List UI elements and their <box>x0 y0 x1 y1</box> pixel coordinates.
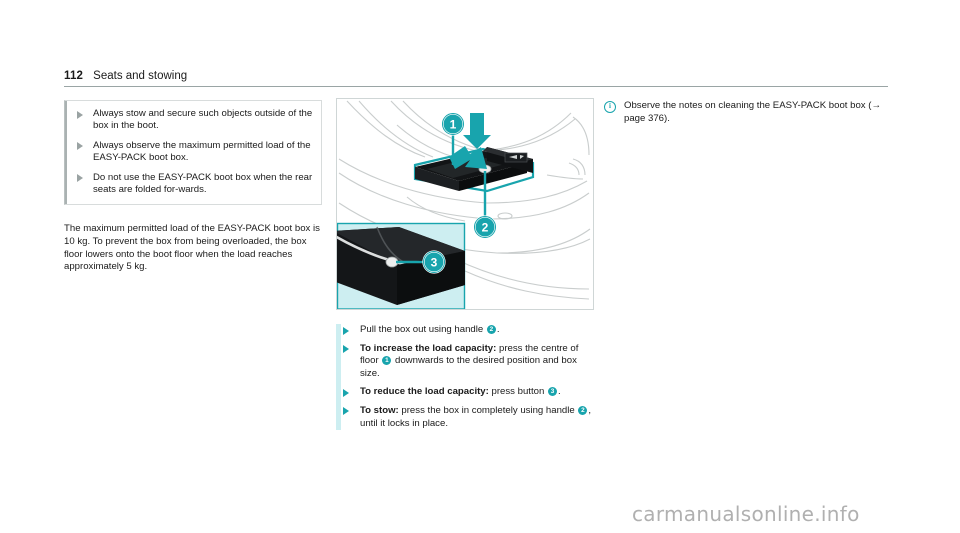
triangle-bullet-icon <box>77 110 83 119</box>
steps-accent-bar <box>336 324 341 431</box>
bullet-text: Always stow and secure such objects outs… <box>93 108 313 132</box>
warning-bullet-list: Always stow and secure such objects outs… <box>65 108 313 196</box>
bullet-text: Always observe the maximum permitted loa… <box>93 139 311 164</box>
step-text-after: . <box>496 324 500 335</box>
triangle-bullet-icon <box>343 326 349 335</box>
triangle-bullet-icon <box>77 174 83 183</box>
triangle-bullet-icon <box>343 345 349 354</box>
svg-text:2: 2 <box>482 221 489 235</box>
callout-badge: 1 <box>382 356 392 366</box>
warning-box: Always stow and secure such objects outs… <box>64 100 322 206</box>
list-item: To increase the load capacity: press the… <box>336 343 596 381</box>
list-item: Always observe the maximum permitted loa… <box>65 140 313 165</box>
step-text-after: . <box>557 386 561 398</box>
info-icon: i <box>604 101 616 113</box>
page-title: Seats and stowing <box>93 70 188 82</box>
middle-column: 1 2 <box>336 98 596 431</box>
step-lead: To stow: <box>360 404 399 416</box>
list-item: To stow: press the box in completely usi… <box>336 405 596 430</box>
watermark: carmanualsonline.info <box>632 502 860 526</box>
header-row: 112 Seats and stowing <box>64 70 888 82</box>
triangle-bullet-icon <box>77 142 83 151</box>
step-lead: To increase the load capacity: <box>360 342 497 354</box>
illustration-figure: 1 2 <box>336 98 594 310</box>
callout-badge: 3 <box>547 387 557 397</box>
page-header: 112 Seats and stowing <box>64 70 888 87</box>
instruction-steps: Pull the box out using handle 2. To incr… <box>336 324 596 431</box>
warning-box-accent-bar <box>65 101 67 205</box>
step-lead: To reduce the load capacity: <box>360 386 489 398</box>
bullet-text: Do not use the EASY-PACK boot box when t… <box>93 171 313 196</box>
step-text-after: downwards to the desired position and bo… <box>360 355 577 379</box>
list-item: Always stow and secure such objects outs… <box>65 108 313 133</box>
right-column: i Observe the notes on cleaning the EASY… <box>604 100 888 125</box>
info-note: i Observe the notes on cleaning the EASY… <box>604 100 888 125</box>
triangle-bullet-icon <box>343 388 349 397</box>
left-column: Always stow and secure such objects outs… <box>64 100 322 274</box>
step-text-before: press the centre of floor <box>360 342 579 367</box>
body-paragraph: The maximum permitted load of the EASY-P… <box>64 223 320 273</box>
callout-badge: 2 <box>578 405 588 415</box>
step-text-before: press the box in completely using handle <box>398 404 578 416</box>
info-note-text: Observe the notes on cleaning the EASY-P… <box>624 100 882 124</box>
header-divider <box>64 86 888 87</box>
list-item: To reduce the load capacity: press butto… <box>336 386 596 399</box>
step-text-after: , until it locks in place. <box>360 404 592 429</box>
step-text-before: press button <box>488 386 547 398</box>
step-text-before: Pull the box out using handle <box>360 324 486 335</box>
svg-text:1: 1 <box>450 118 457 132</box>
list-item: Do not use the EASY-PACK boot box when t… <box>65 172 313 197</box>
page-number: 112 <box>64 70 84 82</box>
list-item: Pull the box out using handle 2. <box>336 324 596 337</box>
svg-text:3: 3 <box>431 256 438 270</box>
triangle-bullet-icon <box>343 407 349 416</box>
boot-box-illustration: 1 2 <box>337 99 593 309</box>
step-list: Pull the box out using handle 2. To incr… <box>336 324 596 430</box>
callout-badge: 2 <box>486 325 496 334</box>
